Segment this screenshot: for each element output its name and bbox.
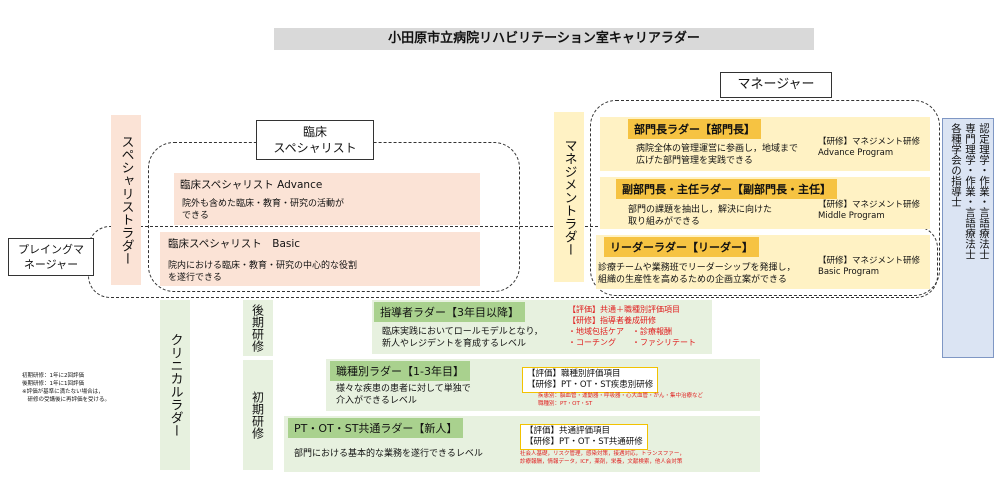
playing-manager-label: プレイングマ ネージャー — [8, 238, 94, 276]
specialist-basic-box: 臨床スペシャリスト Basic 院内における臨床・教育・研究の中心的な役割 を遂… — [160, 232, 480, 286]
common-eval: 【評価】共通評価項目 — [525, 426, 611, 436]
occupation-eval: 【評価】職種別評価項目 — [527, 369, 621, 379]
specialist-advance-box: 臨床スペシャリスト Advance 院外も含めた臨床・教育・研究の活動が できる — [174, 173, 480, 225]
leader-box: リーダーラダー【リーダー】 診療チームや業務班でリーダーシップを発揮し， 組織の… — [596, 235, 930, 289]
clinical-ladder-label: クリニカルラダー — [160, 300, 190, 470]
leader-desc: 診療チームや業務班でリーダーシップを発揮し， 組織の生産性を高めるための企画立案… — [598, 263, 796, 285]
manager-label: マネージャー — [720, 72, 832, 98]
occupation-training: 【研修】PT・OT・ST疾患別研修 — [527, 380, 654, 390]
evaluation-note: 初期研修：1年に2回評価 後期研修：1年に1回評価 ※評価が基準に満たない場合は… — [22, 373, 111, 403]
deputy-head-title: 副部門長・主任ラダー【副部門長・主任】 — [616, 179, 837, 199]
specialist-advance-desc: 院外も含めた臨床・教育・研究の活動が できる — [182, 199, 345, 221]
common-title: PT・OT・ST共通ラダー【新人】 — [288, 418, 464, 438]
leader-title: リーダーラダー【リーダー】 — [604, 237, 759, 257]
common-training: 【研修】PT・OT・ST共通研修 — [525, 437, 643, 447]
manager-region — [590, 100, 940, 296]
deputy-head-desc: 部門の課題を抽出し，解決に向けた 取り組みができる — [628, 205, 773, 227]
specialist-basic-desc: 院内における臨床・教育・研究の中心的な役割 を遂行できる — [168, 261, 358, 283]
early-training-label: 初期研修 — [243, 360, 273, 470]
dept-head-title: 部門長ラダー【部門長】 — [628, 119, 761, 139]
common-detail: 社会人基礎，リスク管理，感染対策，接遇対応，トランスファー， 診療報酬，情報デー… — [520, 451, 685, 465]
occupation-desc: 様々な疾患の患者に対して単独で 介入ができるレベル — [336, 384, 471, 406]
common-box: PT・OT・ST共通ラダー【新人】 部門における基本的な業務を遂行できるレベル … — [284, 416, 760, 472]
management-ladder-label: マネジメントラダー — [554, 112, 584, 282]
common-eval-training: 【評価】共通評価項目 【研修】PT・OT・ST共通研修 — [520, 424, 648, 450]
deputy-head-box: 副部門長・主任ラダー【副部門長・主任】 部門の課題を抽出し，解決に向けた 取り組… — [600, 177, 930, 229]
dept-head-desc: 病院全体の管理運営に参画し，地域まで 広げた部門管理を実践できる — [636, 144, 799, 166]
page-title: 小田原市立病院リハビリテーション室キャリアラダー — [274, 28, 814, 50]
late-training-label: 後期研修 — [243, 300, 273, 356]
specialist-ladder-label: スペシャリストラダー — [111, 115, 141, 285]
instructor-desc: 臨床実践においてロールモデルとなり， 新人やレジデントを育成するレベル — [382, 327, 543, 349]
dept-head-training: 【研修】マネジメント研修 Advance Program — [818, 137, 921, 158]
occupation-eval-training: 【評価】職種別評価項目 【研修】PT・OT・ST疾患別研修 — [522, 367, 659, 393]
certification-panel: 認定理学・作業・言語療法士 専門理学・作業・言語療法士 各種学会の指導士 — [942, 118, 994, 358]
instructor-box: 指導者ラダー【3年目以降】 臨床実践においてロールモデルとなり， 新人やレジデン… — [372, 300, 712, 354]
dept-head-box: 部門長ラダー【部門長】 病院全体の管理運営に参画し，地域まで 広げた部門管理を実… — [600, 117, 930, 171]
specialist-advance-title: 臨床スペシャリスト Advance — [180, 179, 323, 191]
leader-training: 【研修】マネジメント研修 Basic Program — [818, 256, 921, 277]
instructor-title: 指導者ラダー【3年目以降】 — [374, 302, 525, 322]
specialist-basic-title: 臨床スペシャリスト Basic — [168, 238, 301, 250]
occupation-detail: 疾患別：脳血管・運動器・呼吸器・心大血管・がん・集中治療など 職種別：PT・OT… — [538, 393, 704, 407]
occupation-title: 職種別ラダー【1-3年目】 — [330, 361, 470, 381]
clinical-specialist-label: 臨床 スペシャリスト — [256, 120, 374, 160]
deputy-head-training: 【研修】マネジメント研修 Middle Program — [818, 200, 921, 221]
occupation-box: 職種別ラダー【1-3年目】 様々な疾患の患者に対して単独で 介入ができるレベル … — [326, 359, 760, 411]
instructor-eval-training: 【評価】共通＋職種別評価項目 【研修】指導者養成研修 ・地域包括ケア ・診療報酬… — [568, 305, 696, 347]
common-desc: 部門における基本的な業務を遂行できるレベル — [294, 449, 483, 459]
